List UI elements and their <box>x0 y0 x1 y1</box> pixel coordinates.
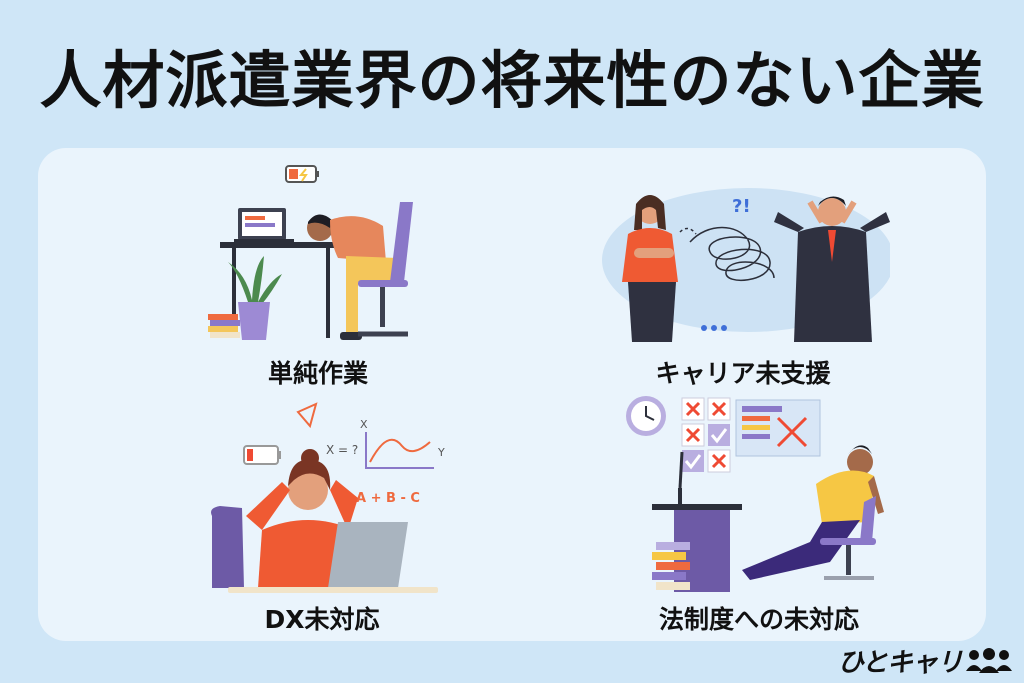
graph-axis-x: X <box>360 418 368 431</box>
illustration-no-legal-compliance <box>620 392 910 592</box>
confused-people-illustration: ?! <box>602 188 890 342</box>
people-icon <box>966 648 1012 673</box>
clock-icon <box>626 396 666 436</box>
equation-text: X = ? <box>326 443 358 457</box>
brand-logo: ひとキャリ <box>837 643 1012 678</box>
tired-worker-illustration <box>208 165 413 340</box>
empty-battery-icon <box>243 445 281 465</box>
content-panel: 単純作業 ?! キャリア未支援 <box>38 148 986 641</box>
stressed-worker-illustration: X = ? X Y A + B - C <box>211 402 445 593</box>
illustration-no-dx: X = ? X Y A + B - C <box>198 398 448 593</box>
item-label-simple-work: 単純作業 <box>267 359 368 388</box>
document-panel <box>735 399 821 457</box>
brand-logo-text: ひとキャリ <box>837 647 963 678</box>
item-label-no-career-support: キャリア未支援 <box>655 359 831 388</box>
item-label-no-legal-compliance: 法制度への未対応 <box>658 605 859 634</box>
checklist-board <box>681 397 731 473</box>
question-marks-text: ?! <box>732 196 751 217</box>
low-battery-icon <box>285 165 319 183</box>
item-label-no-dx: DX未対応 <box>264 605 380 634</box>
illustration-simple-work <box>208 162 438 347</box>
illustration-no-career-support: ?! <box>598 182 890 342</box>
math-text: A + B - C <box>356 491 420 506</box>
overwhelmed-worker-illustration <box>626 396 884 592</box>
page-title: 人材派遣業界の将来性のない企業 <box>39 44 985 117</box>
graph-axis-y: Y <box>437 446 445 459</box>
